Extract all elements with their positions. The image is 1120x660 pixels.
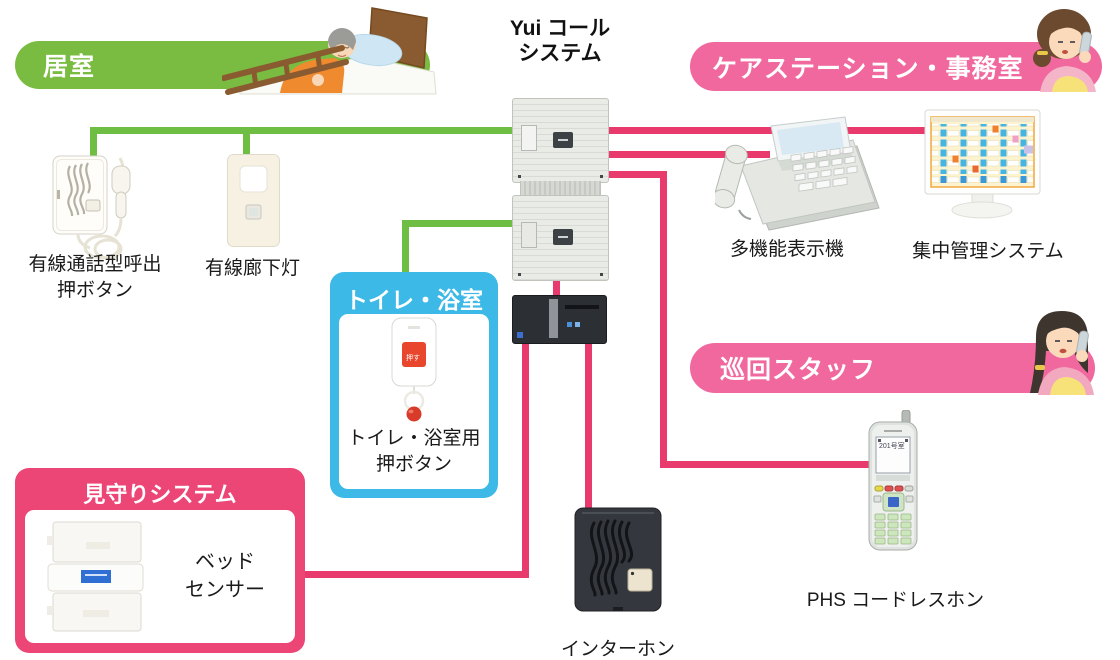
toilet-bath-card-body: 押す トイレ・浴室用 押ボタン: [339, 314, 489, 489]
controller-unit-2-logo: [553, 229, 573, 245]
patient-in-bed-illustration: [222, 7, 437, 95]
wired-call-button-device: [52, 155, 131, 260]
zone-patrol-staff-label: 巡回スタッフ: [720, 356, 877, 384]
wired-call-button-label: 有線通話型呼出 押ボタン: [28, 254, 162, 301]
system-title-line2: システム: [518, 42, 602, 65]
zone-patrol-staff-banner: 巡回スタッフ: [690, 343, 1095, 393]
intercom-device: [574, 507, 662, 612]
pc-led: [567, 322, 572, 327]
care-staff-on-phone-illustration: [1033, 9, 1096, 92]
bed-sensor-device: [47, 521, 144, 632]
line-controller-to-phs-h1: [602, 171, 667, 178]
pc-front-stripe: [549, 299, 558, 338]
patrol-staff-on-phone-illustration: [1030, 311, 1094, 395]
phs-cordless-phone-device: [868, 410, 918, 551]
multifunction-display-phone-label: 多機能表示機: [729, 239, 844, 260]
line-controller-to-monitor: [602, 127, 935, 134]
line-controller-to-pcbox: [553, 278, 560, 300]
line-room-stub-corridorlight: [243, 127, 250, 158]
screw: [600, 175, 603, 178]
line-controller-to-phs-v: [660, 171, 667, 468]
toilet-bath-card: トイレ・浴室 押す トイレ・浴室用 押ボタン: [330, 272, 498, 498]
line-controller-to-phs-h2: [660, 461, 885, 468]
toilet-bath-button-label: トイレ・浴室用 押ボタン: [347, 428, 481, 475]
multifunction-display-phone-device: [715, 116, 880, 231]
controller-unit-1-logo: [553, 132, 573, 148]
controller-unit-2: [512, 195, 609, 281]
line-toilet-vertical: [402, 220, 409, 277]
line-pcbox-to-intercom: [585, 340, 592, 508]
central-management-system-label: 集中管理システム: [912, 241, 1064, 262]
screw: [600, 273, 603, 276]
line-room-stub-callbutton: [90, 127, 97, 160]
controller-unit-2-label-plate: [521, 222, 537, 248]
pc-drive-slot: [565, 305, 599, 309]
system-pc-box: [512, 295, 607, 344]
wired-corridor-light-label: 有線廊下灯: [204, 258, 300, 279]
zone-living-room-label: 居室: [43, 53, 96, 81]
watch-system-card: 見守りシステム ベッド センサー: [15, 468, 305, 653]
line-pcbox-to-bedsensor-h: [298, 571, 529, 578]
toilet-bath-card-label: トイレ・浴室: [345, 287, 483, 313]
controller-unit-1-label-plate: [521, 125, 537, 151]
line-room-horizontal: [90, 127, 518, 134]
toilet-bath-card-header: トイレ・浴室: [330, 281, 498, 315]
pc-logo: [517, 332, 523, 338]
screw: [518, 273, 521, 276]
line-toilet-horizontal: [402, 220, 520, 227]
line-pcbox-to-bedsensor-v: [522, 340, 529, 578]
system-title-line1: Yui コール: [509, 17, 611, 40]
wired-corridor-light-device: [227, 154, 280, 247]
system-title: Yui コール システム: [475, 16, 645, 66]
watch-system-card-label: 見守りシステム: [83, 482, 237, 507]
pc-led: [575, 322, 580, 327]
central-management-monitor-device: [924, 109, 1041, 219]
toilet-bath-push-button-device: [391, 317, 437, 422]
intercom-label: インターホン: [560, 639, 675, 660]
watch-system-card-body: ベッド センサー: [25, 510, 295, 643]
controller-unit-1: [512, 98, 609, 183]
phs-screen-text: 201号室: [879, 443, 905, 450]
screw: [518, 175, 521, 178]
controller-stack-connector: [520, 181, 601, 195]
watch-system-card-header: 見守りシステム: [15, 477, 305, 509]
zone-care-station-label: ケアステーション・事務室: [712, 54, 1024, 83]
bed-sensor-label: ベッド センサー: [185, 551, 265, 601]
push-button-text: 押す: [406, 355, 420, 362]
zone-care-station-banner: ケアステーション・事務室: [690, 42, 1102, 91]
phs-cordless-phone-label: PHS コードレスホン: [806, 590, 985, 611]
line-controller-to-phone: [602, 151, 770, 158]
